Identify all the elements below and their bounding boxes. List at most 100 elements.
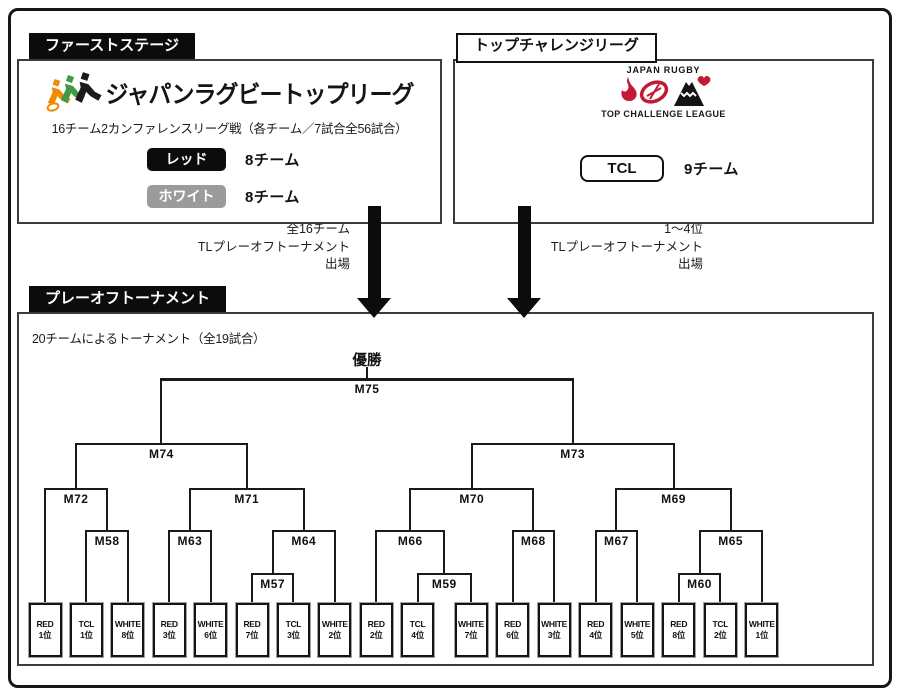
bracket-line	[729, 488, 732, 530]
team-name: RED	[160, 618, 178, 629]
tcl-count: 9チーム	[684, 161, 739, 178]
conference-badge: ホワイト	[147, 185, 226, 208]
team-rank: 8位	[121, 630, 135, 640]
caption-line: 出場	[324, 257, 350, 271]
bracket-line	[188, 488, 305, 490]
rugby-ball-icon	[46, 102, 59, 112]
match-label: M67	[604, 534, 629, 548]
tcl-badge: TCL	[580, 155, 664, 182]
flame-icon	[620, 77, 637, 101]
tcl-logo-bottom-text: TOP CHALLENGE LEAGUE	[601, 109, 726, 119]
left-arrow-caption: 全16チーム TLプレーオフトーナメント 出場	[198, 221, 350, 274]
team-rank: 7位	[464, 630, 478, 640]
caption-line: 出場	[677, 257, 703, 271]
bracket-line	[85, 530, 129, 532]
caption-line: TLプレーオフトーナメント	[197, 239, 350, 254]
team-name: RED	[670, 618, 688, 629]
team-rank: 7位	[245, 630, 259, 640]
team-name: RED	[243, 618, 261, 629]
top-challenge-box: JAPAN RUGBY TOP CHALLENGE LEAGUE TCL 9チー…	[453, 59, 874, 224]
team-name: WHITE	[197, 618, 224, 629]
caption-line: 全16チーム	[286, 222, 350, 236]
match-label: M73	[560, 447, 586, 461]
match-label: M74	[149, 447, 174, 461]
bracket-line	[760, 530, 763, 603]
bracket-line	[251, 573, 295, 575]
team-rank: 5位	[630, 630, 644, 640]
team-rank: 3位	[162, 630, 176, 640]
bracket-line	[245, 443, 248, 488]
outer-frame	[8, 8, 892, 688]
match-label: M68	[520, 534, 546, 548]
bracket-line	[209, 530, 212, 603]
conference-count: 8チーム	[245, 189, 300, 206]
team-rank: 2位	[713, 630, 727, 640]
team-rank: 6位	[204, 630, 217, 640]
first-stage-box: ジャパンラグビートップリーグ 16チーム2カンファレンスリーグ戦（各チーム／7試…	[17, 59, 442, 224]
top-league-logo: ジャパンラグビートップリーグ	[19, 71, 440, 113]
team-name: WHITE	[321, 618, 348, 629]
match-label: M71	[234, 492, 260, 506]
mountain-icon	[673, 75, 710, 106]
bracket-line	[594, 530, 597, 603]
team-rank: 4位	[411, 630, 424, 640]
team-rank: 1位	[38, 630, 52, 640]
left-arrow-shaft	[368, 206, 381, 298]
team-name: TCL	[78, 618, 95, 629]
team-name: TCL	[712, 618, 729, 629]
rugby-ball-icon	[639, 80, 668, 104]
bracket-line	[470, 443, 675, 445]
playoff-tab: プレーオフトーナメント	[29, 286, 227, 312]
team-rank: 4位	[589, 630, 602, 640]
bracket-line	[571, 378, 574, 443]
caption-line: 1〜4位	[664, 222, 703, 236]
team-name: TCL	[285, 618, 302, 629]
match-label: M58	[94, 534, 120, 548]
team-rank: 2位	[369, 630, 383, 640]
team-name: WHITE	[624, 618, 651, 629]
bracket-line	[416, 573, 472, 575]
match-label: M69	[661, 492, 686, 506]
team-rank: 3位	[547, 630, 561, 640]
bracket-line	[636, 530, 639, 603]
bracket-line	[160, 378, 163, 443]
match-label: M70	[459, 492, 485, 506]
conference-row-red: レッド 8チーム	[147, 148, 300, 171]
tcl-logo-top-text: JAPAN RUGBY	[626, 65, 701, 75]
team-name: RED	[504, 618, 522, 629]
team-rank: 2位	[328, 630, 342, 640]
conference-badge: レッド	[147, 148, 226, 171]
bracket-line	[553, 530, 556, 603]
bracket-line	[511, 530, 514, 603]
bracket-line	[44, 488, 46, 603]
team-rank: 3位	[287, 630, 300, 640]
team-rank: 1位	[755, 630, 769, 640]
team-name: WHITE	[114, 618, 141, 629]
caption-line: TLプレーオフトーナメント	[550, 239, 703, 254]
right-arrow-shaft	[518, 206, 531, 298]
bracket-line	[511, 530, 556, 532]
bracket-line	[719, 573, 722, 603]
bracket-line	[470, 573, 472, 603]
match-label: M59	[431, 577, 457, 591]
team-rank: 6位	[506, 630, 519, 640]
bracket-line	[366, 367, 369, 378]
match-label: M64	[291, 534, 317, 548]
bracket-line	[75, 443, 248, 445]
match-label: M75	[354, 382, 380, 396]
first-stage-tab: ファーストステージ	[29, 33, 195, 59]
bracket-line	[44, 488, 109, 490]
top-league-runners-icon	[46, 72, 102, 112]
